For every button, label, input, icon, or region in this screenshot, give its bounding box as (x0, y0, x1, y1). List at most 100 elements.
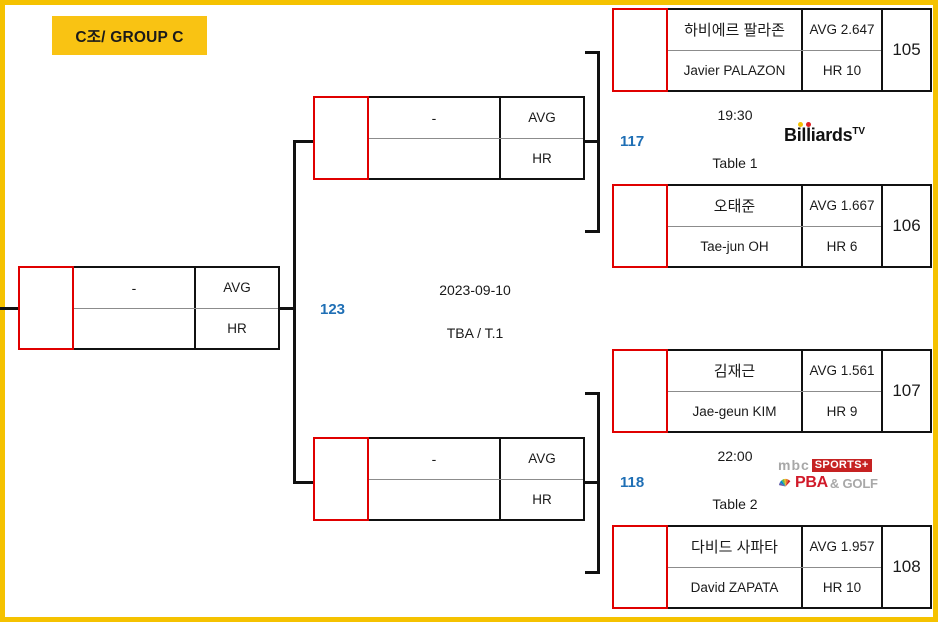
final-slot-row-top: - AVG (74, 268, 278, 309)
player-106-row-top: 오태준 AVG 1.667 (668, 186, 881, 227)
semifinal-2-block[interactable]: - AVG HR (313, 437, 585, 521)
player-106-name-en: Tae-jun OH (700, 238, 769, 254)
billiards-tv-dot-yellow-icon (798, 122, 803, 127)
peacock-icon (778, 478, 791, 486)
connector-sf1-out (293, 140, 315, 143)
seed-107: 107 (883, 349, 932, 433)
player-107-row-top: 김재근 AVG 1.561 (668, 351, 881, 392)
semifinal-2-avg: AVG (499, 439, 583, 479)
semifinal-1-row-bottom: HR (369, 138, 583, 179)
player-106-avg: AVG 1.667 (801, 186, 881, 226)
semifinal-2-row-bottom: HR (369, 479, 583, 520)
player-block-107[interactable]: 김재근 AVG 1.561 Jae-geun KIM HR 9 107 (612, 349, 932, 433)
player-108-avg: AVG 1.957 (801, 527, 881, 567)
player-block-105[interactable]: 하비에르 팔라존 AVG 2.647 Javier PALAZON HR 10 … (612, 8, 932, 92)
semifinal-1-name-en (369, 139, 499, 179)
semifinal-2-row-top: - AVG (369, 439, 583, 480)
semifinal-2-name-en (369, 480, 499, 520)
connector-qf1-bottom-stub (585, 230, 600, 233)
final-slot-main: - AVG HR (74, 266, 280, 350)
player-107-name-en: Jae-geun KIM (692, 403, 777, 419)
player-108-name-kr: 다비드 사파타 (691, 539, 778, 557)
semifinal-2-score-cell[interactable] (313, 437, 369, 521)
connector-sf-vertical (293, 140, 296, 484)
player-108-hr: HR 10 (801, 567, 881, 607)
player-105-row-bottom: Javier PALAZON HR 10 (668, 50, 881, 90)
final-slot-hr: HR (194, 308, 278, 348)
connector-qf2-top-stub (585, 392, 600, 395)
final-slot-avg: AVG (194, 268, 278, 308)
final-score-cell[interactable] (18, 266, 74, 350)
pba-wordmark: PBA (795, 474, 828, 491)
frame-border-top (0, 0, 938, 5)
final-slot-block[interactable]: - AVG HR (18, 266, 280, 350)
player-block-106[interactable]: 오태준 AVG 1.667 Tae-jun OH HR 6 106 (612, 184, 932, 268)
player-105-name-en: Javier PALAZON (683, 62, 786, 78)
connector-sf1-in (584, 140, 600, 143)
score-cell-106[interactable] (612, 184, 668, 268)
match-118-table: Table 2 (712, 496, 758, 512)
seed-106: 106 (883, 184, 932, 268)
semifinal-1-main: - AVG HR (369, 96, 585, 180)
connector-qf2-bottom-stub (585, 571, 600, 574)
pba-golf-row: PBA & GOLF (778, 475, 878, 491)
player-108-main: 다비드 사파타 AVG 1.957 David ZAPATA HR 10 (668, 525, 883, 609)
player-107-main: 김재근 AVG 1.561 Jae-geun KIM HR 9 (668, 349, 883, 433)
final-match-number: 123 (320, 301, 346, 318)
match-number-118: 118 (620, 474, 645, 491)
final-slot-name-en (74, 309, 194, 349)
billiards-tv-dot-red-icon (806, 122, 811, 127)
mbc-sports-row: mbc SPORTS+ (778, 458, 878, 472)
billiards-tv-superscript: TV (852, 126, 866, 137)
final-date: 2023-09-10 (439, 282, 511, 298)
match-117-time: 19:30 (717, 107, 753, 123)
player-106-hr: HR 6 (801, 226, 881, 266)
connector-qf1-top-stub (585, 51, 600, 54)
semifinal-1-hr: HR (499, 138, 583, 178)
mbc-pba-logo: mbc SPORTS+ PBA & GOLF (778, 458, 878, 491)
player-107-name-kr: 김재근 (713, 363, 756, 381)
frame-border-right (933, 0, 938, 622)
sports-plus-tag: SPORTS+ (811, 458, 872, 472)
player-105-name-kr: 하비에르 팔라존 (684, 22, 785, 40)
connector-sf2-in (584, 481, 600, 484)
final-slot-row-bottom: HR (74, 308, 278, 349)
group-title-banner: C조/ GROUP C (52, 16, 207, 55)
player-106-row-bottom: Tae-jun OH HR 6 (668, 226, 881, 266)
frame-border-bottom (0, 617, 938, 622)
frame-border-left (0, 0, 5, 622)
semifinal-2-main: - AVG HR (369, 437, 585, 521)
player-105-row-top: 하비에르 팔라존 AVG 2.647 (668, 10, 881, 51)
player-108-row-top: 다비드 사파타 AVG 1.957 (668, 527, 881, 568)
score-cell-108[interactable] (612, 525, 668, 609)
semifinal-1-avg: AVG (499, 98, 583, 138)
connector-final-out (0, 307, 22, 310)
mbc-wordmark: mbc (778, 457, 810, 473)
final-table-info: TBA / T.1 (446, 325, 504, 341)
billiards-tv-logo: BilliardsTV (784, 125, 865, 146)
semifinal-1-name: - (431, 109, 437, 126)
match-number-117: 117 (620, 133, 645, 150)
semifinal-1-row-top: - AVG (369, 98, 583, 139)
seed-105: 105 (883, 8, 932, 92)
player-105-avg: AVG 2.647 (801, 10, 881, 50)
semifinal-2-name: - (431, 450, 437, 467)
billiards-tv-wordmark: Billiards (784, 125, 853, 145)
match-118-time: 22:00 (717, 448, 753, 464)
semifinal-1-score-cell[interactable] (313, 96, 369, 180)
player-106-main: 오태준 AVG 1.667 Tae-jun OH HR 6 (668, 184, 883, 268)
final-slot-name: - (131, 279, 137, 296)
score-cell-105[interactable] (612, 8, 668, 92)
seed-108: 108 (883, 525, 932, 609)
player-108-name-en: David ZAPATA (690, 579, 779, 595)
score-cell-107[interactable] (612, 349, 668, 433)
connector-sf2-out (293, 481, 315, 484)
semifinal-1-block[interactable]: - AVG HR (313, 96, 585, 180)
golf-wordmark: & GOLF (829, 475, 878, 491)
player-block-108[interactable]: 다비드 사파타 AVG 1.957 David ZAPATA HR 10 108 (612, 525, 932, 609)
player-106-name-kr: 오태준 (713, 198, 756, 216)
player-107-hr: HR 9 (801, 391, 881, 431)
player-108-row-bottom: David ZAPATA HR 10 (668, 567, 881, 607)
player-105-main: 하비에르 팔라존 AVG 2.647 Javier PALAZON HR 10 (668, 8, 883, 92)
